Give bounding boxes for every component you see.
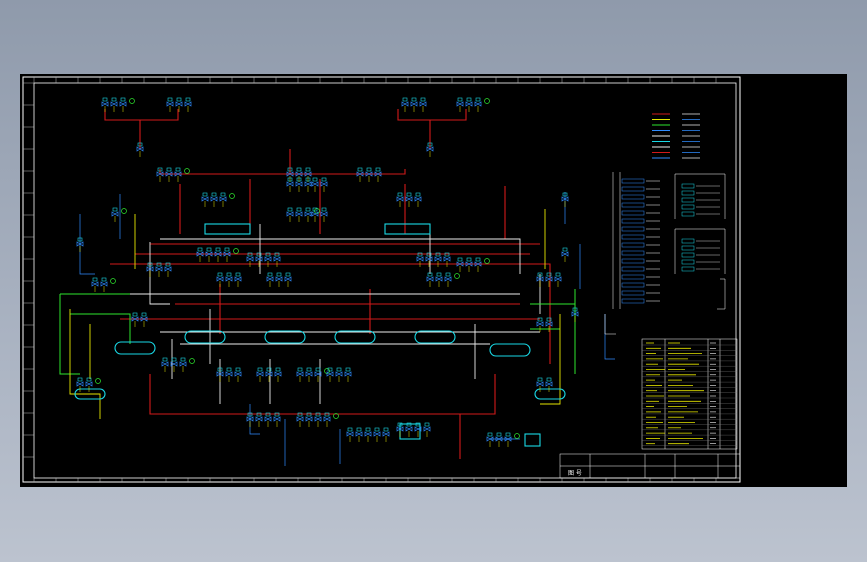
steam-main-lines [104,109,551,459]
equipment-table-rows [642,342,737,446]
valve-symbol [166,97,192,112]
valve-symbol [156,167,190,182]
valve-symbol [296,412,339,427]
instrument-lines [79,192,615,466]
valve-symbol-clusters [76,97,579,447]
valve-symbol [426,272,460,287]
valve-symbol [161,357,195,372]
drawing-sheet: 图 号 [20,74,847,487]
valve-symbol [76,237,84,252]
valve-symbol [286,177,312,192]
valve-symbol [561,247,569,262]
valve-symbol [146,262,172,277]
valve-symbol [456,97,490,112]
component-list-upper [604,172,726,335]
valve-symbol [286,167,312,182]
valve-symbol [356,167,382,182]
valve-symbol [111,207,127,222]
frame-ticks [23,77,717,482]
valve-symbol [201,192,235,207]
valve-symbol [91,277,116,292]
valve-symbol [266,272,292,287]
valve-symbol [246,252,281,267]
valve-symbol [246,412,281,427]
valve-symbol [561,192,569,207]
valve-symbol [346,427,390,442]
valve-symbol [196,247,239,262]
valve-symbol [311,177,328,192]
title-block [559,453,741,479]
line-legend [652,113,700,159]
valve-symbol [76,377,101,392]
valve-symbol [326,367,352,382]
equipment-table [641,338,738,450]
condensate-lines [59,289,576,375]
valve-symbol [216,367,242,382]
valve-symbol [131,312,148,327]
valve-symbol [401,97,427,112]
valve-symbol [136,142,144,157]
water-lines [130,224,541,404]
valve-symbol [396,422,431,437]
valve-symbol [311,207,328,222]
valve-symbol [536,317,553,332]
valve-symbol [286,207,320,222]
inner-frame [33,82,737,479]
valve-symbol [456,257,490,272]
valve-symbol [486,432,520,447]
valve-symbol [296,367,330,382]
valve-symbol [101,97,135,112]
valve-symbol [416,252,451,267]
outer-frame [22,76,741,483]
valve-symbol [426,142,434,157]
valve-symbol [571,307,579,322]
component-list-rows [621,178,720,304]
valve-symbol [216,272,242,287]
valve-symbol [536,272,562,287]
valve-symbol [536,377,553,392]
piping-diagram: 图 号 [22,76,741,483]
valve-symbol [256,367,282,382]
valve-symbol [396,192,422,207]
title-block-label: 图 号 [568,470,582,477]
feedwater-lines [69,209,561,419]
